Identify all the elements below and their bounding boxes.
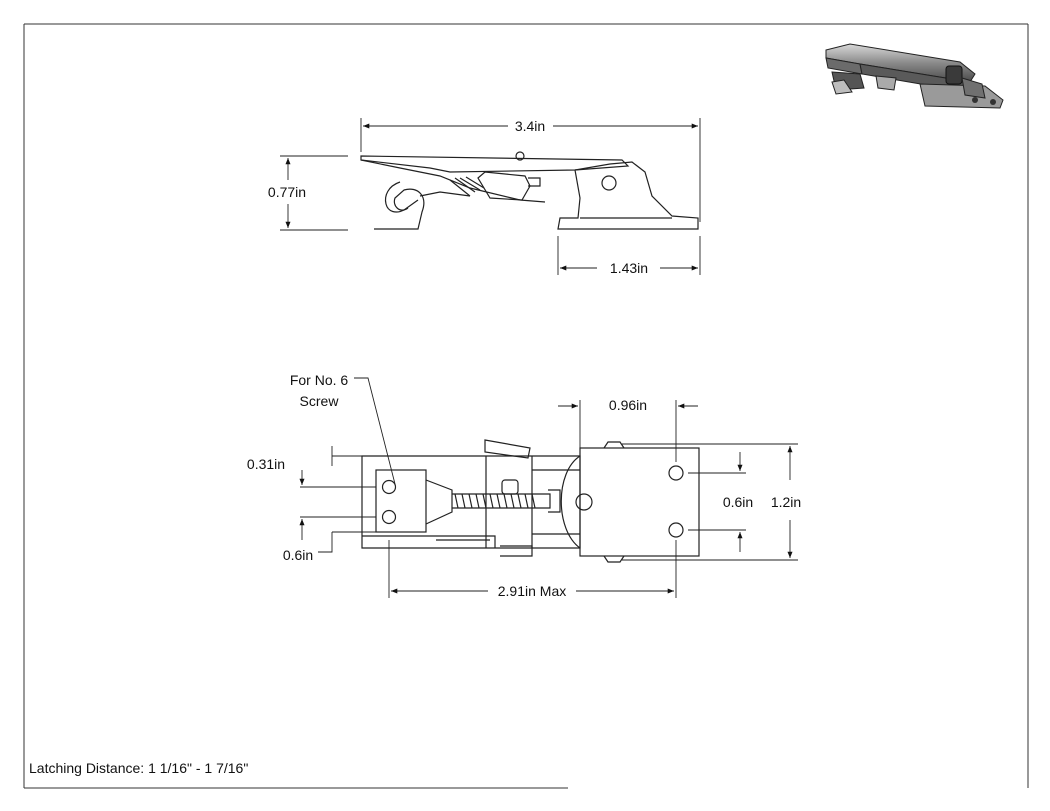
keeper-hole-top-label: 0.31in bbox=[247, 456, 285, 472]
hole-spacing-right-label: 0.6in bbox=[723, 494, 753, 510]
top-view-dimension-lines bbox=[299, 377, 798, 598]
side-view-dimension-lines bbox=[280, 118, 701, 275]
side-view-drawing bbox=[360, 151, 699, 230]
top-view-drawing bbox=[361, 439, 700, 563]
keeper-hole-spacing-label: 0.6in bbox=[283, 547, 313, 563]
screw-callout-line1: For No. 6 bbox=[290, 372, 349, 388]
hole-offset-label: 0.96in bbox=[609, 397, 647, 413]
max-span-label: 2.91in Max bbox=[498, 583, 566, 599]
base-length-label: 1.43in bbox=[610, 260, 648, 276]
screw-callout-line2: Screw bbox=[300, 393, 340, 409]
sheet-border bbox=[23, 23, 1029, 789]
latching-distance-note: Latching Distance: 1 1/16" - 1 7/16" bbox=[29, 760, 249, 776]
isometric-latch-thumbnail bbox=[825, 43, 1004, 109]
height-label: 0.77in bbox=[268, 184, 306, 200]
overall-length-label: 3.4in bbox=[515, 118, 545, 134]
base-width-label: 1.2in bbox=[771, 494, 801, 510]
